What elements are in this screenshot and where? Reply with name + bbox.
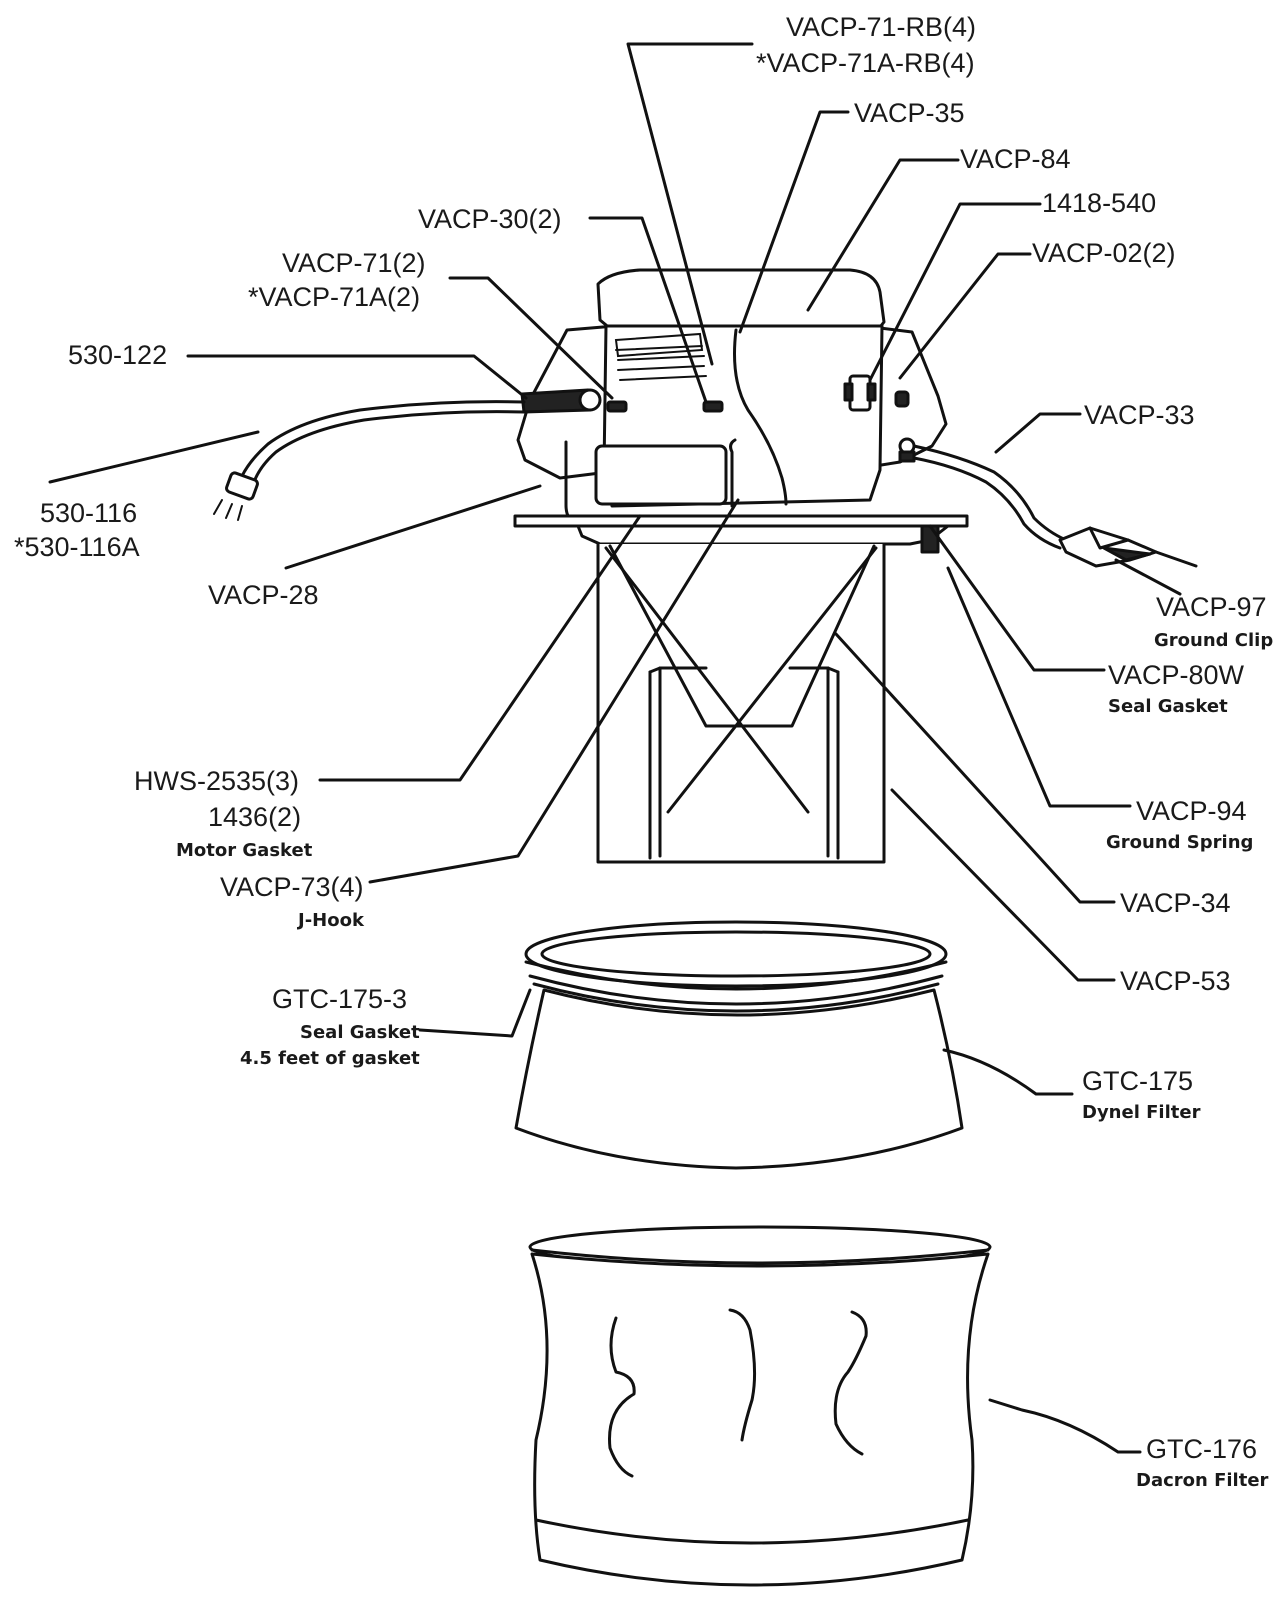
label-vacp-84: VACP-84 (960, 144, 1071, 174)
label-vacp-28: VACP-28 (208, 580, 319, 610)
label-vacp-33: VACP-33 (1084, 400, 1195, 430)
label-vacp-71: VACP-71(2) (282, 248, 426, 278)
label-vacp-97: VACP-97 (1156, 592, 1267, 622)
label-530-116: 530-116 (40, 498, 137, 528)
label-gtc-175-3-desc2: 4.5 feet of gasket (240, 1048, 420, 1069)
leader-lines (48, 42, 1182, 1454)
label-gtc-175: GTC-175 (1082, 1066, 1193, 1096)
label-vacp-30: VACP-30(2) (418, 204, 562, 234)
label-530-122: 530-122 (68, 340, 167, 370)
label-gtc-175-desc: Dynel Filter (1082, 1102, 1201, 1123)
label-hws-2535: HWS-2535(3) (134, 766, 299, 796)
label-vacp-34: VACP-34 (1120, 888, 1231, 918)
label-vacp-53: VACP-53 (1120, 966, 1231, 996)
label-vacp-80w-desc: Seal Gasket (1108, 696, 1228, 717)
label-vacp-94-desc: Ground Spring (1106, 832, 1253, 853)
part-labels: VACP-71-RB(4) *VACP-71A-RB(4) VACP-35 VA… (14, 12, 1273, 1491)
label-vacp-35: VACP-35 (854, 98, 965, 128)
label-vacp-02: VACP-02(2) (1032, 238, 1176, 268)
label-vacp-73: VACP-73(4) (220, 872, 364, 902)
power-cord (213, 400, 526, 521)
label-vacp-97-desc: Ground Clip (1154, 630, 1273, 651)
label-1436: 1436(2) (208, 802, 301, 832)
label-1436-desc: Motor Gasket (176, 840, 313, 861)
ground-wire (912, 444, 1198, 568)
label-vacp-94: VACP-94 (1136, 796, 1247, 826)
label-gtc-175-3: GTC-175-3 (272, 984, 407, 1014)
label-vacp-73-desc: J-Hook (296, 910, 365, 931)
label-530-116a: *530-116A (14, 532, 140, 562)
dynel-filter (514, 920, 964, 1170)
label-vacp-80w: VACP-80W (1108, 660, 1245, 690)
motor-block (594, 444, 728, 506)
label-vacp-71a-rb: *VACP-71A-RB(4) (756, 48, 975, 78)
dacron-filter (528, 1225, 992, 1587)
label-vacp-71a: *VACP-71A(2) (248, 282, 420, 312)
label-gtc-175-3-desc: Seal Gasket (300, 1022, 420, 1043)
label-gtc-176: GTC-176 (1146, 1434, 1257, 1464)
label-vacp-71-rb: VACP-71-RB(4) (786, 12, 976, 42)
head-cover (596, 268, 886, 334)
filter-basket (596, 542, 886, 864)
label-1418-540: 1418-540 (1042, 188, 1156, 218)
label-gtc-176-desc: Dacron Filter (1136, 1470, 1269, 1491)
vacuum-head-assembly (513, 268, 969, 554)
